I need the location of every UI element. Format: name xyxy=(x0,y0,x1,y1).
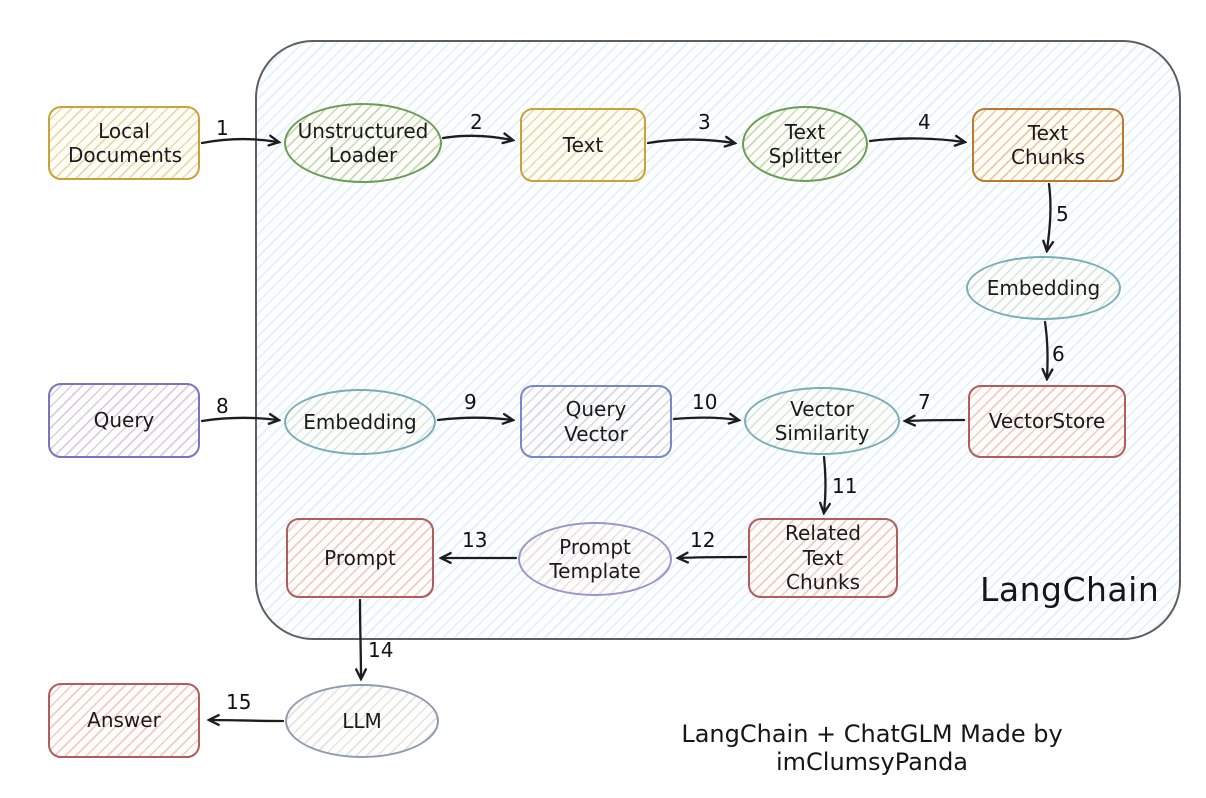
edge-10-label: 10 xyxy=(692,390,718,414)
node-prompt-template: Prompt Template xyxy=(518,522,672,596)
node-query-vector: Query Vector xyxy=(520,385,672,458)
node-text-chunks-label: Text Chunks xyxy=(1011,120,1085,169)
edge-15-label: 15 xyxy=(226,690,252,714)
edge-4-label: 4 xyxy=(918,110,931,134)
node-text-splitter-label: Text Splitter xyxy=(768,119,842,168)
node-answer-label: Answer xyxy=(87,708,161,733)
node-query: Query xyxy=(48,383,200,458)
node-text-splitter: Text Splitter xyxy=(742,106,868,182)
node-text-label: Text xyxy=(562,132,604,157)
node-local-documents: Local Documents xyxy=(48,106,200,180)
edge-8-label: 8 xyxy=(216,394,229,418)
node-vectorstore: VectorStore xyxy=(968,385,1126,458)
edge-15-arrow xyxy=(210,720,285,721)
node-related-text-chunks: Related Text Chunks xyxy=(748,518,898,598)
node-query-vector-label: Query Vector xyxy=(564,397,628,446)
node-local-documents-label: Local Documents xyxy=(68,118,183,167)
edge-9-label: 9 xyxy=(464,390,477,414)
edge-1-label: 1 xyxy=(216,116,229,140)
node-unstructured-loader-label: Unstructured Loader xyxy=(297,118,429,167)
node-text: Text xyxy=(520,108,646,182)
edge-12-label: 12 xyxy=(690,528,716,552)
credit-caption: LangChain + ChatGLM Made by imClumsyPand… xyxy=(681,720,1063,776)
edge-11-label: 11 xyxy=(832,474,858,498)
node-vectorstore-label: VectorStore xyxy=(988,409,1106,434)
edge-2-label: 2 xyxy=(470,110,483,134)
edge-14-label: 14 xyxy=(368,638,394,662)
node-prompt-template-label: Prompt Template xyxy=(549,534,641,583)
node-embedding-query: Embedding xyxy=(284,389,436,455)
langchain-title: LangChain xyxy=(980,570,1160,609)
node-text-chunks: Text Chunks xyxy=(972,108,1124,182)
edge-3-label: 3 xyxy=(698,110,711,134)
node-vector-similarity-label: Vector Similarity xyxy=(774,396,870,445)
node-prompt-label: Prompt xyxy=(324,545,396,570)
edge-6-label: 6 xyxy=(1052,342,1065,366)
edge-7-label: 7 xyxy=(918,390,931,414)
node-embedding-docs-label: Embedding xyxy=(986,275,1101,300)
node-related-text-chunks-label: Related Text Chunks xyxy=(785,521,861,595)
node-prompt: Prompt xyxy=(286,518,434,598)
edge-13-label: 13 xyxy=(462,528,488,552)
node-query-label: Query xyxy=(93,408,155,433)
edge-5-label: 5 xyxy=(1056,202,1069,226)
node-unstructured-loader: Unstructured Loader xyxy=(284,103,442,183)
node-vector-similarity: Vector Similarity xyxy=(744,387,900,455)
node-embedding-query-label: Embedding xyxy=(303,409,417,434)
node-llm-label: LLM xyxy=(342,708,382,733)
node-embedding-docs: Embedding xyxy=(966,256,1121,320)
node-answer: Answer xyxy=(48,683,200,758)
node-llm: LLM xyxy=(285,684,439,758)
